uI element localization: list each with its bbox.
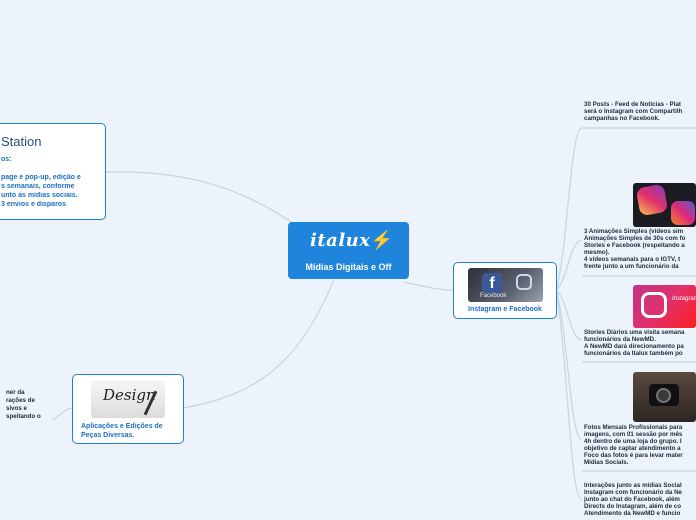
leaf-interactions-line-3: junto ao chat do Facebook, além <box>584 496 680 503</box>
leaf-stories-line-4: funcionários da Italux também po <box>584 350 683 357</box>
side-note-line-4: speitando o <box>6 413 41 420</box>
leaf-interactions-line-1: Interações junto as mídias Social <box>584 482 682 489</box>
leaf-stories[interactable]: Stories Diários uma visita semana funcio… <box>584 329 696 357</box>
instagram-stories-image-text: Instagram STORIES <box>672 296 696 302</box>
camera-lens-icon <box>656 388 671 403</box>
instagram-stories-image: Instagram STORIES <box>633 285 696 328</box>
leaf-animations-line-2: Animações Simples de 30s com fo <box>584 235 686 242</box>
central-topic-node[interactable]: italux⚡ Mídias Digitais e Off <box>288 222 409 279</box>
leaf-posts-line-3: campanhas no Facebook. <box>584 115 660 122</box>
leaf-posts[interactable]: 30 Posts - Feed de Notícias - Plat será … <box>584 101 696 122</box>
leaf-photos-line-4: objetivo de captar atendimento a <box>584 445 681 452</box>
photographer-image <box>633 372 696 422</box>
leaf-animations-line-3: Stories e Facebook (respeitando a <box>584 242 685 249</box>
leaf-posts-line-1: 30 Posts - Feed de Notícias - Plat <box>584 101 681 108</box>
leaf-photos-line-2: imagens, com 01 sessão por mês <box>584 431 683 438</box>
leaf-stories-line-2: funcionários da NewMD. <box>584 336 656 343</box>
connector-leaf-stories <box>555 289 583 341</box>
leaf-stories-line-1: Stories Diários uma visita semana <box>584 329 685 336</box>
leaf-photos-line-6: Mídias Socials. <box>584 459 629 466</box>
instagram-logo-icon <box>635 183 669 217</box>
facebook-logo-icon: f <box>482 273 502 293</box>
leaf-interactions-line-5: Atendimento da NewMD e funcio <box>584 510 681 517</box>
connector-leaf-animations <box>555 239 583 291</box>
side-note-line-2: rações de <box>6 397 35 404</box>
leaf-posts-line-2: será o Instagram com Compartilh <box>584 108 683 115</box>
left-top-topic-line-2: s semanais, conforme <box>1 183 75 190</box>
facebook-image-text: Facebook <box>480 293 507 299</box>
instagram-logo-icon <box>671 201 695 225</box>
connector-left-bottom-side <box>51 407 73 421</box>
left-top-topic-line-4: 3 envios e disparos <box>1 201 66 208</box>
leaf-photos-line-1: Fotos Mensais Profissionais para <box>584 424 683 431</box>
design-topic-label-2: Peças Diversas. <box>81 432 135 439</box>
leaf-animations-line-4: mesmo). <box>584 249 610 256</box>
leaf-interactions-line-2: Instagram com funcionário da Ne <box>584 489 682 496</box>
instagram-logo-icon <box>516 274 532 290</box>
side-note-line-3: sivos e <box>6 405 27 412</box>
italux-logo-text: italux <box>310 230 371 251</box>
leaf-interactions[interactable]: Interações junto as mídias Social Instag… <box>584 482 696 520</box>
left-top-topic-line-1: page e pop-up, edição e <box>1 174 81 181</box>
design-topic-node[interactable]: Design Aplicações e Edições de Peças Div… <box>72 374 184 444</box>
left-top-topic-subtitle: os: <box>1 156 12 163</box>
leaf-stories-line-3: A NewMD dará direcionamento pa <box>584 343 684 350</box>
left-top-topic-line-3: unto as mídias sociais. <box>1 192 78 199</box>
instagram-logo-icon <box>641 292 667 318</box>
left-top-topic-node[interactable]: Station os: page e pop-up, edição e s se… <box>0 123 106 220</box>
left-top-topic-title: Station <box>1 134 42 149</box>
facebook-image: f Facebook <box>468 268 543 302</box>
connector-left-bottom <box>182 279 335 409</box>
central-topic-title: Mídias Digitais e Off <box>305 262 392 272</box>
instagram-facebook-topic-node[interactable]: f Facebook Instagram e Facebook <box>453 262 557 319</box>
leaf-interactions-line-4: Directs do Instagram, além de co <box>584 503 681 510</box>
design-topic-label-1: Aplicações e Edições de <box>81 423 163 430</box>
connector-leaf-posts <box>555 127 583 291</box>
lightning-icon: ⚡ <box>370 230 394 251</box>
side-note-line-1: ner da <box>6 389 25 396</box>
leaf-animations-line-5: 4 vídeos semanais para o IGTV, t <box>584 256 681 263</box>
leaf-photos-line-3: 4h dentro de uma loja do grupo. I <box>584 438 682 445</box>
connector-leaf-interactions <box>555 289 583 501</box>
connector-right-hub <box>403 281 454 291</box>
italux-logo: italux⚡ <box>310 230 393 256</box>
instagram-facebook-topic-label: Instagram e Facebook <box>468 306 542 313</box>
leaf-animations-line-1: 3 Animações Simples (vídeos sim <box>584 228 684 235</box>
leaf-animations[interactable]: 3 Animações Simples (vídeos sim Animaçõe… <box>584 228 696 270</box>
leaf-animations-line-6: frente junto a um funcionário da <box>584 263 679 270</box>
leaf-photos-line-5: Foco das fotos é para levar mater <box>584 452 683 459</box>
design-image: Design <box>91 380 165 418</box>
connector-left-top <box>105 171 301 229</box>
leaf-photos[interactable]: Fotos Mensais Profissionais para imagens… <box>584 424 696 466</box>
instagram-animation-image <box>633 183 696 227</box>
connector-leaf-photos <box>555 289 583 441</box>
design-image-text: Design <box>103 386 156 404</box>
